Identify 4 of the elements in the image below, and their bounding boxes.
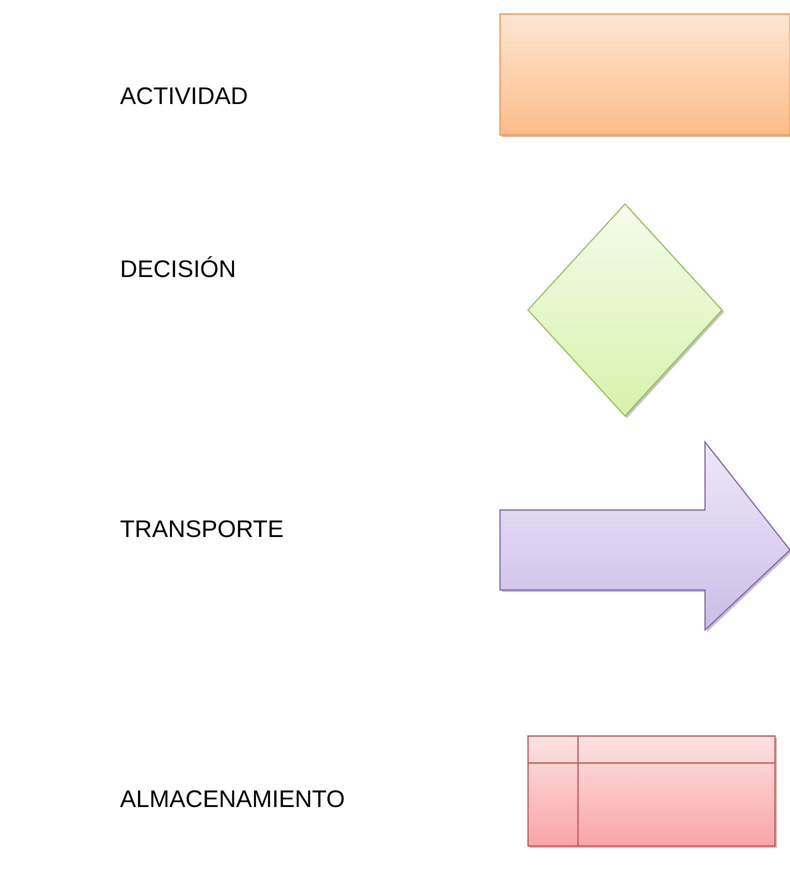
legend-label: TRANSPORTE <box>120 516 284 544</box>
legend-label: ACTIVIDAD <box>120 83 248 111</box>
legend-label: ALMACENAMIENTO <box>120 786 345 814</box>
legend-label: DECISIÓN <box>120 256 236 284</box>
